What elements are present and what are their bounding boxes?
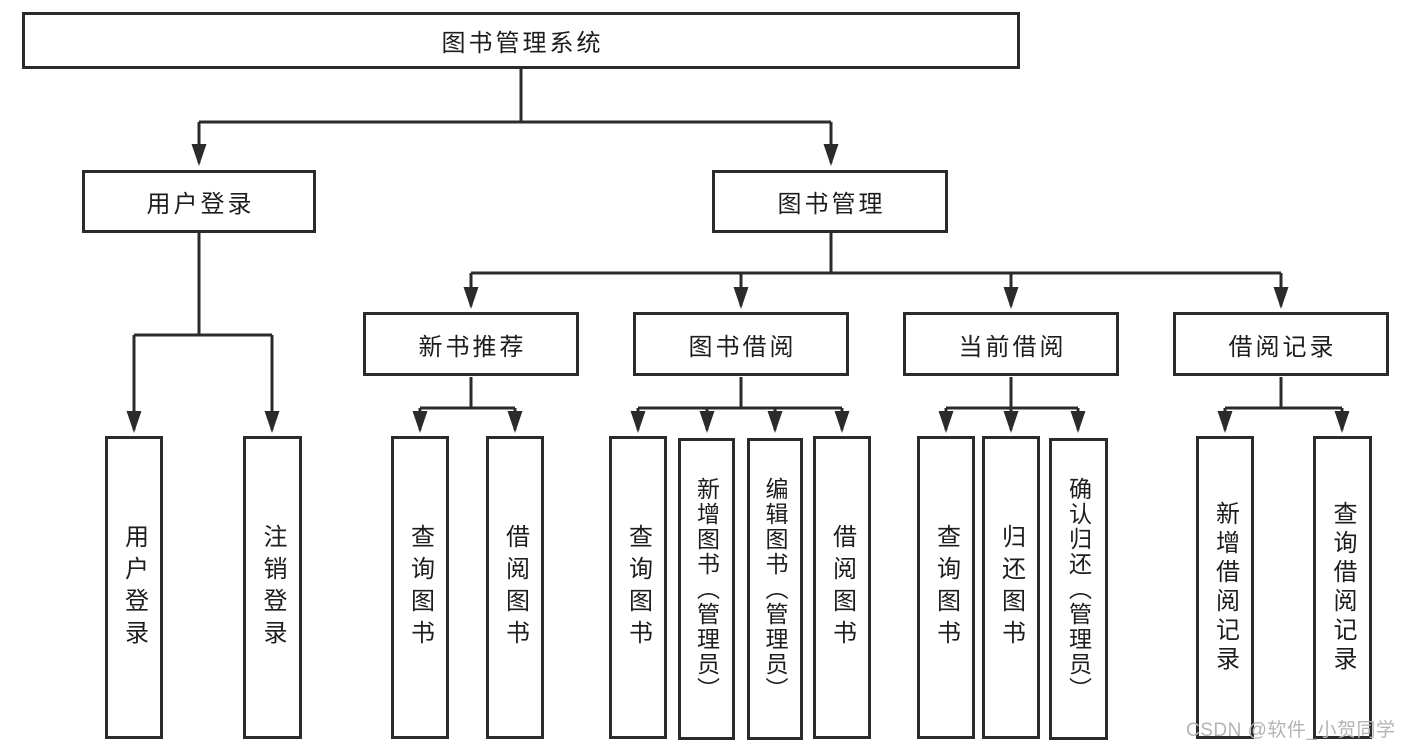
node-book-management: 图书管理 [712,170,948,233]
node-label: 归还图书 [997,523,1025,652]
node-book-borrow: 图书借阅 [633,312,849,376]
leaf-records-add-record: 新增借阅记录 [1196,436,1254,739]
node-label: 图书管理系统 [441,30,604,57]
leaf-records-query-record: 查询借阅记录 [1313,436,1372,739]
node-label: 查询图书 [406,523,434,652]
leaf-current-query-books: 查询图书 [917,436,975,739]
csdn-watermark: CSDN @软件_小贺同学 [1186,720,1396,741]
node-label: 新增借阅记录 [1211,500,1239,675]
node-label: 当前借阅 [958,333,1067,361]
node-current-borrow: 当前借阅 [903,312,1119,376]
leaf-borrow-edit-books-admin: 编辑图书（管理员） [747,438,803,740]
node-label: 用户登录 [120,523,148,652]
node-label: 编辑图书（管理员） [762,476,788,702]
node-borrow-records: 借阅记录 [1173,312,1389,376]
node-label: 查询图书 [932,523,960,652]
leaf-borrow-query-books: 查询图书 [609,436,667,739]
node-label: 借阅记录 [1228,333,1337,361]
node-label: 用户登录 [146,191,255,218]
leaf-recommend-borrow-books: 借阅图书 [486,436,544,739]
node-label: 查询图书 [624,523,652,652]
node-label: 查询借阅记录 [1329,500,1356,675]
node-user-login: 用户登录 [82,170,316,233]
leaf-logout: 注销登录 [243,436,302,739]
node-label: 借阅图书 [501,523,529,652]
leaf-user-login: 用户登录 [105,436,163,739]
node-label: 注销登录 [259,523,286,652]
leaf-current-confirm-return-admin: 确认归还（管理员） [1049,438,1108,740]
node-new-book-recommend: 新书推荐 [363,312,579,376]
node-label: 图书借阅 [688,333,797,361]
node-label: 确认归还（管理员） [1065,476,1092,702]
node-library-management-system: 图书管理系统 [22,12,1020,69]
leaf-current-return-books: 归还图书 [982,436,1040,739]
node-label: 新书推荐 [418,333,527,361]
leaf-recommend-query-books: 查询图书 [391,436,449,739]
leaf-borrow-borrow-books: 借阅图书 [813,436,871,739]
node-label: 新增图书（管理员） [693,476,720,702]
leaf-borrow-add-books-admin: 新增图书（管理员） [678,438,735,740]
node-label: 图书管理 [777,191,886,218]
node-label: 借阅图书 [828,523,856,652]
